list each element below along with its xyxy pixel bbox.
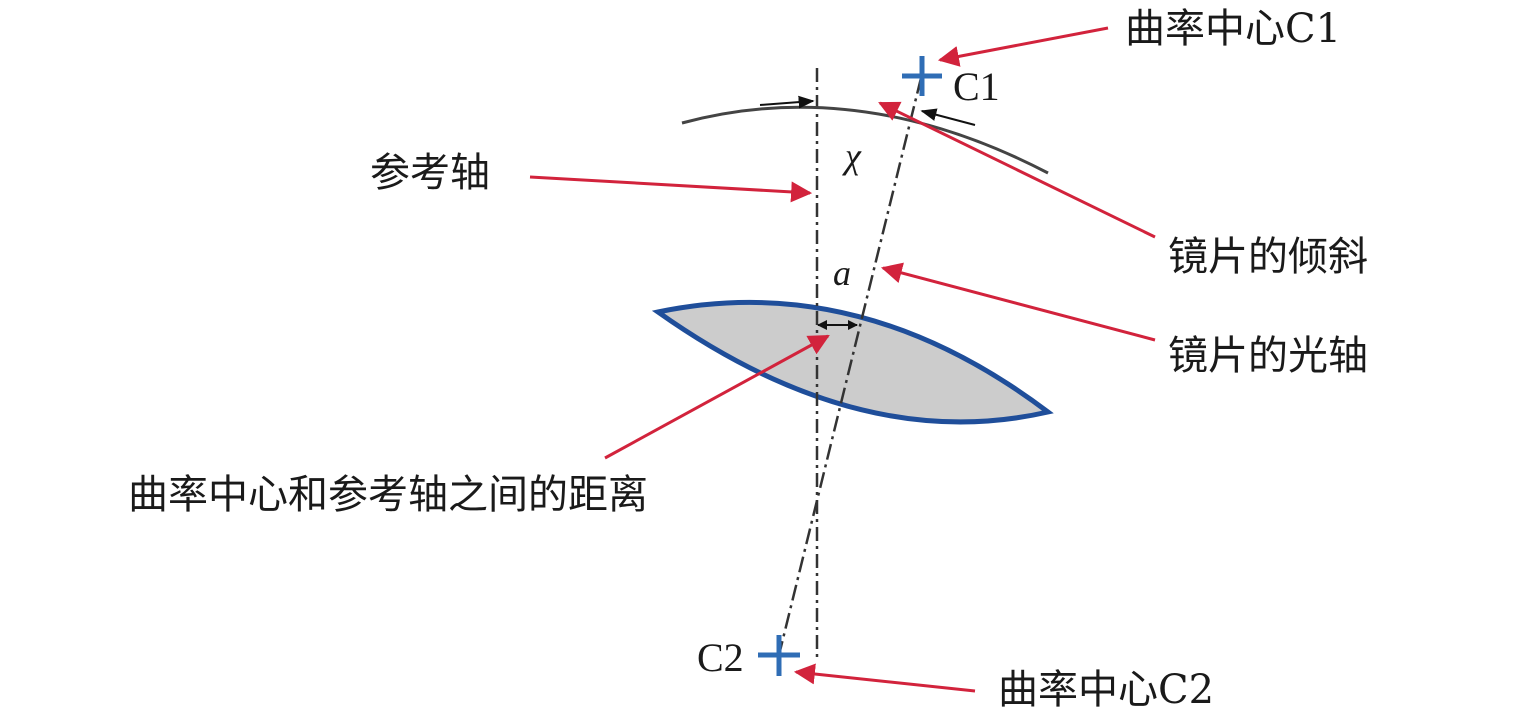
lens-shape [651,299,1054,425]
leader-optical-axis [880,262,1156,342]
label-center-c1: 曲率中心C1 [1125,6,1341,52]
leader-lens-tilt [878,101,1156,239]
label-center-c2: 曲率中心C2 [998,667,1214,713]
tilt-arc [681,105,1049,175]
label-reference-axis: 参考轴 [370,150,490,196]
point-label-c2: C2 [697,635,744,680]
label-lens-tilt: 镜片的倾斜 [1168,234,1368,280]
leader-reference-axis [529,175,813,203]
c2-cross-icon [758,635,800,676]
symbol-tilt-angle: χ [842,136,862,176]
label-center-distance: 曲率中心和参考轴之间的距离 [128,472,648,518]
leader-c1 [937,26,1109,67]
point-label-c1: C1 [953,64,1000,109]
symbol-distance: a [833,253,851,293]
label-lens-optical-axis: 镜片的光轴 [1168,333,1368,379]
leader-c2 [793,663,976,693]
c1-cross-icon [902,56,942,96]
tilt-arrow-left-icon [759,95,815,109]
optical-axis-line [777,77,923,656]
tilt-arrow-right-icon [920,108,976,126]
leader-center-distance [604,334,830,460]
